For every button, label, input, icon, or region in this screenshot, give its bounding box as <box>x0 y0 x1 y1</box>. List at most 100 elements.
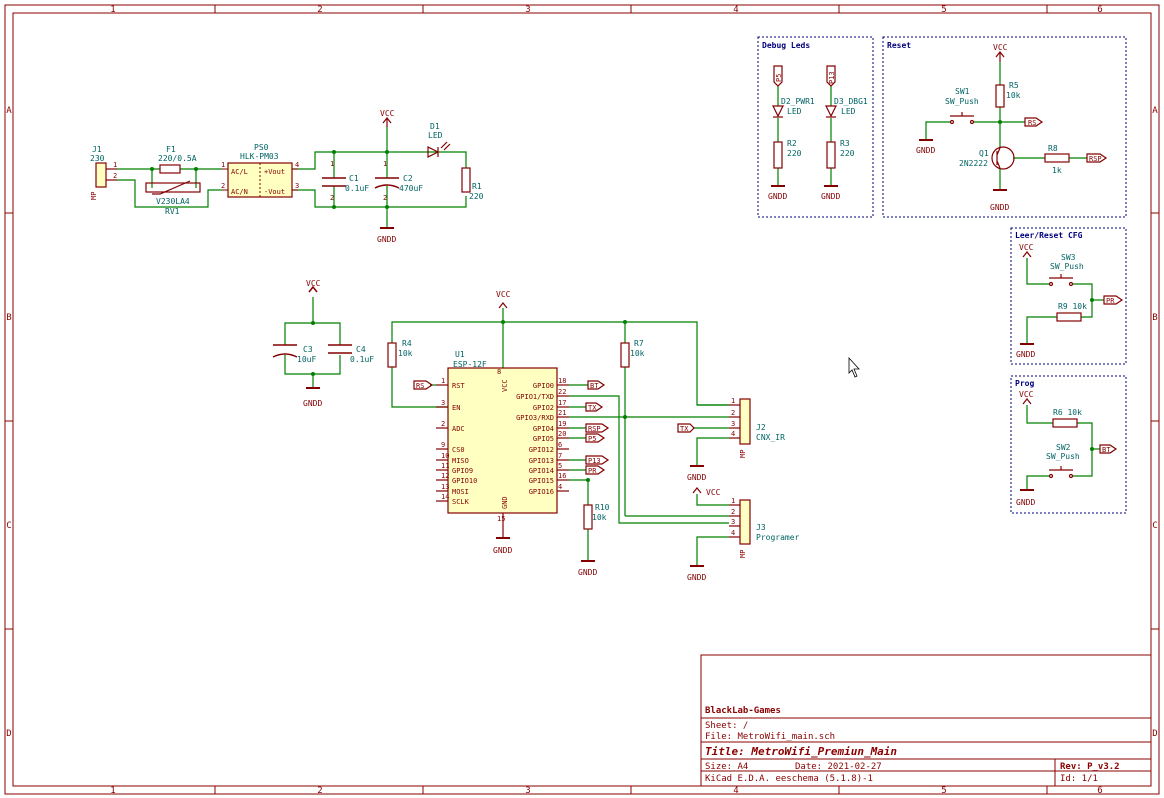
gndd-label: GNDD <box>1016 350 1035 359</box>
p5-label: P5 <box>775 74 783 82</box>
row-label: A <box>1152 106 1158 116</box>
gndd-label: GNDD <box>493 546 512 555</box>
col-label: 3 <box>525 786 530 796</box>
f1-fuse <box>159 164 181 174</box>
r2-ref: R2 <box>787 139 797 148</box>
j3-pin: 4 <box>731 529 735 537</box>
c1-pin: 2 <box>330 194 334 202</box>
gndd-label: GNDD <box>687 573 706 582</box>
j1-ref: J1 <box>92 145 102 154</box>
u1-pin-name: GPIO16 <box>529 488 554 496</box>
u1-pin-number: 4 <box>558 483 562 491</box>
col-label: 5 <box>941 5 946 15</box>
u1-pin-name: GPIO15 <box>529 477 554 485</box>
row-label: C <box>6 521 11 531</box>
u1-pin-name: ADC <box>452 425 465 433</box>
col-label: 1 <box>110 5 115 15</box>
r1-ref: R1 <box>472 182 482 191</box>
r10-ref: R10 <box>595 503 610 512</box>
u1-pin-name: SCLK <box>452 498 470 506</box>
prog-box: Prog VCC R6 10k SW2 SW_Push BT GNDD <box>1010 375 1127 514</box>
sheet-frame <box>4 4 1160 795</box>
mouse-cursor-icon <box>848 356 860 378</box>
u1-pin-name: GPIO4 <box>533 425 554 433</box>
r7-ref: R7 <box>634 339 644 348</box>
c4-value: 0.1uF <box>350 355 374 364</box>
j1-connector <box>95 162 117 188</box>
col-label: 2 <box>317 5 322 15</box>
d1-ref: D1 <box>430 122 440 131</box>
j1-pin: 2 <box>113 172 117 180</box>
r8-ref: R8 <box>1048 144 1058 153</box>
pr-label: PR <box>1106 297 1115 305</box>
u1-left-pins: 1RST3EN2ADC9CS010MISO11GPIO912GPIO1013MO… <box>436 377 477 506</box>
u1-pin-number: 6 <box>558 441 562 449</box>
tx-net-text: TX <box>680 425 689 433</box>
frame-labels: 1 2 3 4 5 6 1 2 3 4 5 6 A B C D A B C D <box>6 5 1158 796</box>
rs-net-label <box>413 380 434 390</box>
tb-title: Title: MetroWifi_Premiun_Main <box>705 745 897 758</box>
vcc-label: VCC <box>496 290 511 299</box>
gndd-label: GNDD <box>821 192 840 201</box>
u1-pin-number: 9 <box>441 441 445 449</box>
d1-value: LED <box>428 131 443 140</box>
gndd-label: GNDD <box>377 235 396 244</box>
u1-pin-name: MISO <box>452 457 469 465</box>
power-section: J1 230 MP 1 2 F1 220/0.5A V230LA4 RV1 PS… <box>90 109 484 244</box>
u1-right-pins: 18GPIO022GPIO1/TXD17GPIO221GPIO3/RXD19GP… <box>516 377 569 496</box>
rs-label: RS <box>1028 119 1036 127</box>
sw3-ref: SW3 <box>1061 253 1076 262</box>
leer-reset-cfg-title: Leer/Reset CFG <box>1015 231 1083 240</box>
tx-net-text: TX <box>588 404 597 412</box>
p13-label: P13 <box>828 71 836 84</box>
sw1-ref: SW1 <box>955 87 970 96</box>
u1-pin-number: 11 <box>441 462 449 470</box>
gndd-label: GNDD <box>303 399 322 408</box>
rsp-label: RSP <box>1089 155 1102 163</box>
ps0-pin-num: 2 <box>221 182 225 190</box>
u1-pin-number: 3 <box>441 399 445 407</box>
esp-section: VCC C3 10uF C4 0.1uF GNDD VCC R4 10k R7 … <box>272 279 800 582</box>
title-block: BlackLab-Games Sheet: / File: MetroWifi_… <box>700 654 1152 787</box>
col-label: 4 <box>733 5 738 15</box>
r9-label: R9 10k <box>1058 302 1087 311</box>
col-label: 4 <box>733 786 738 796</box>
tx-net-label-j2 <box>677 423 695 433</box>
tb-size: Size: A4 <box>705 762 748 772</box>
vcc-label: VCC <box>1019 243 1034 252</box>
sw3-value: SW_Push <box>1050 262 1084 271</box>
leer-reset-cfg-box: Leer/Reset CFG VCC SW3 SW_Push R9 10k PR… <box>1010 227 1127 365</box>
u1-pin-number: 20 <box>558 430 566 438</box>
u1-esp12f <box>447 367 558 514</box>
u1-value: ESP-12F <box>453 360 487 369</box>
f1-value: 220/0.5A <box>158 154 197 163</box>
p13-net-text: P13 <box>588 457 601 465</box>
j3-pin: 1 <box>731 497 735 505</box>
j2-mp: MP <box>739 450 747 458</box>
u1-pin-name: GPIO12 <box>529 446 554 454</box>
row-label: C <box>1152 521 1157 531</box>
r4-value: 10k <box>398 349 413 358</box>
r2-value: 220 <box>787 149 802 158</box>
j2-pin: 3 <box>731 420 735 428</box>
c3-value: 10uF <box>297 355 316 364</box>
u1-pin-name: GPIO2 <box>533 404 554 412</box>
u1-pin-number: 5 <box>558 462 562 470</box>
sw1-value: SW_Push <box>945 97 979 106</box>
u1-pin-number: 2 <box>441 420 445 428</box>
c2-ref: C2 <box>403 174 413 183</box>
u1-ref: U1 <box>455 350 465 359</box>
ps0-ref: PS0 <box>254 143 269 152</box>
u1-pin-name: MOSI <box>452 488 469 496</box>
u1-pin-name: GPIO5 <box>533 435 554 443</box>
u1-pin-number: 18 <box>558 377 566 385</box>
ps0-pin-num: 1 <box>221 161 225 169</box>
u1-gnd-num: 15 <box>497 515 505 523</box>
rsp-net-text: RSP <box>588 425 601 433</box>
prog-title: Prog <box>1015 379 1034 388</box>
bt-label: BT <box>1102 446 1111 454</box>
row-label: D <box>6 729 11 739</box>
c3-ref: C3 <box>303 345 313 354</box>
d3-ref: D3_DBG1 <box>834 97 868 106</box>
